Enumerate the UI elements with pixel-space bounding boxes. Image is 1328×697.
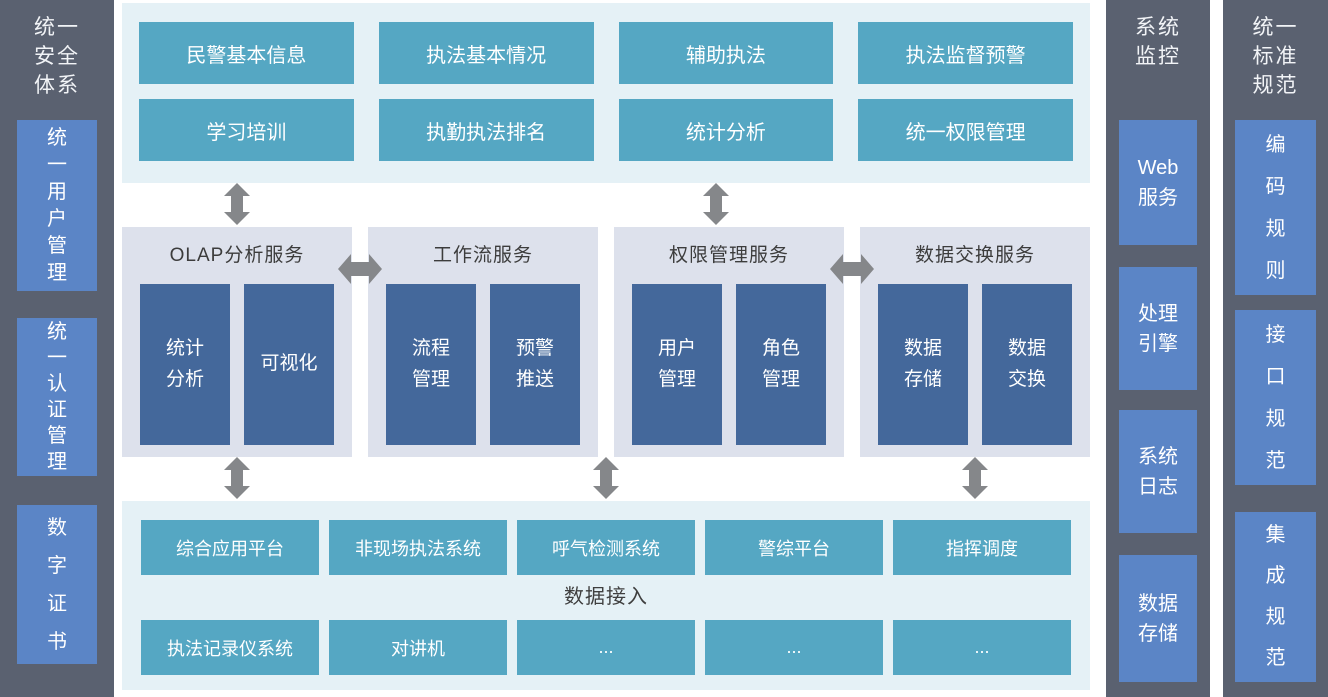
service-component-box: 用户 管理 [632, 284, 722, 445]
standard-item-coding-rules: 编码规则 [1235, 120, 1316, 295]
double-arrow-vertical-icon [962, 457, 988, 499]
service-component-box: 预警 推送 [490, 284, 580, 445]
monitor-item-web-service: Web服务 [1119, 120, 1197, 245]
data-source-box: ... [893, 620, 1071, 675]
service-panel-title: 权限管理服务 [668, 245, 789, 266]
access-system-box: 警综平台 [705, 520, 883, 575]
double-arrow-horizontal-icon [338, 254, 382, 284]
access-system-box: 呼气检测系统 [517, 520, 695, 575]
app-module-box: 执勤执法排名 [378, 99, 594, 161]
security-item-user-management: 统一用户管理 [17, 120, 97, 291]
double-arrow-vertical-icon [593, 457, 619, 499]
standards-sidebar: 统一标准规范 编码规则 接口规范 集成规范 [1223, 0, 1328, 697]
security-sidebar: 统一安全体系 统一用户管理 统一认证管理 数字证书 [0, 0, 114, 697]
security-item-digital-certificate: 数字证书 [17, 505, 97, 664]
security-item-auth-management: 统一认证管理 [17, 318, 97, 476]
service-panel-workflow: 工作流服务 流程 管理 预警 推送 [368, 227, 598, 457]
standard-item-interface-spec: 接口规范 [1235, 310, 1316, 485]
data-source-box: 执法记录仪系统 [141, 620, 319, 675]
app-module-box: 民警基本信息 [139, 22, 354, 84]
standard-item-integration-spec: 集成规范 [1235, 512, 1316, 682]
main-diagram-area: 民警基本信息 执法基本情况 辅助执法 执法监督预警 学习培训 执勤执法排名 统计… [122, 0, 1090, 697]
monitor-item-system-log: 系统日志 [1119, 410, 1197, 533]
application-modules-panel: 民警基本信息 执法基本情况 辅助执法 执法监督预警 学习培训 执勤执法排名 统计… [122, 3, 1090, 183]
double-arrow-vertical-icon [224, 183, 250, 225]
standards-sidebar-title: 统一标准规范 [1252, 16, 1299, 97]
monitor-sidebar-title: 系统监控 [1135, 16, 1181, 68]
app-module-box: 辅助执法 [618, 22, 834, 84]
access-system-box: 指挥调度 [893, 520, 1071, 575]
double-arrow-vertical-icon [703, 183, 729, 225]
double-arrow-horizontal-icon [830, 254, 874, 284]
service-panel-title: 工作流服务 [432, 245, 533, 266]
service-component-box: 数据 存储 [878, 284, 968, 445]
security-sidebar-title: 统一安全体系 [34, 16, 80, 97]
service-panel-permission: 权限管理服务 用户 管理 角色 管理 [614, 227, 844, 457]
service-panel-data-exchange: 数据交换服务 数据 存储 数据 交换 [860, 227, 1090, 457]
service-layer: OLAP分析服务 统计 分析 可视化 工作流服务 流程 管理 预警 推送 权限管… [122, 227, 1090, 457]
app-module-box: 统一权限管理 [858, 99, 1073, 161]
service-component-box: 统计 分析 [140, 284, 230, 445]
app-module-box: 执法监督预警 [858, 22, 1073, 84]
access-system-box: 非现场执法系统 [329, 520, 507, 575]
service-panel-title: 数据交换服务 [914, 245, 1035, 266]
service-panel-olap: OLAP分析服务 统计 分析 可视化 [122, 227, 352, 457]
monitor-sidebar: 系统监控 Web服务 处理引擎 系统日志 数据存储 [1106, 0, 1210, 697]
service-component-box: 流程 管理 [386, 284, 476, 445]
data-source-box: ... [517, 620, 695, 675]
data-access-label: 数据接入 [564, 586, 648, 608]
service-component-box: 角色 管理 [736, 284, 826, 445]
service-component-box: 可视化 [244, 284, 334, 445]
data-access-panel: 综合应用平台 非现场执法系统 呼气检测系统 警综平台 指挥调度 数据接入 执法记… [122, 501, 1090, 690]
data-source-box: 对讲机 [329, 620, 507, 675]
app-module-box: 统计分析 [618, 99, 834, 161]
app-module-box: 学习培训 [139, 99, 354, 161]
monitor-item-data-storage: 数据存储 [1119, 555, 1197, 682]
monitor-item-processing-engine: 处理引擎 [1119, 267, 1197, 390]
double-arrow-vertical-icon [224, 457, 250, 499]
service-component-box: 数据 交换 [982, 284, 1072, 445]
app-module-box: 执法基本情况 [378, 22, 594, 84]
service-panel-title: OLAP分析服务 [169, 245, 305, 266]
data-source-box: ... [705, 620, 883, 675]
access-system-box: 综合应用平台 [141, 520, 319, 575]
